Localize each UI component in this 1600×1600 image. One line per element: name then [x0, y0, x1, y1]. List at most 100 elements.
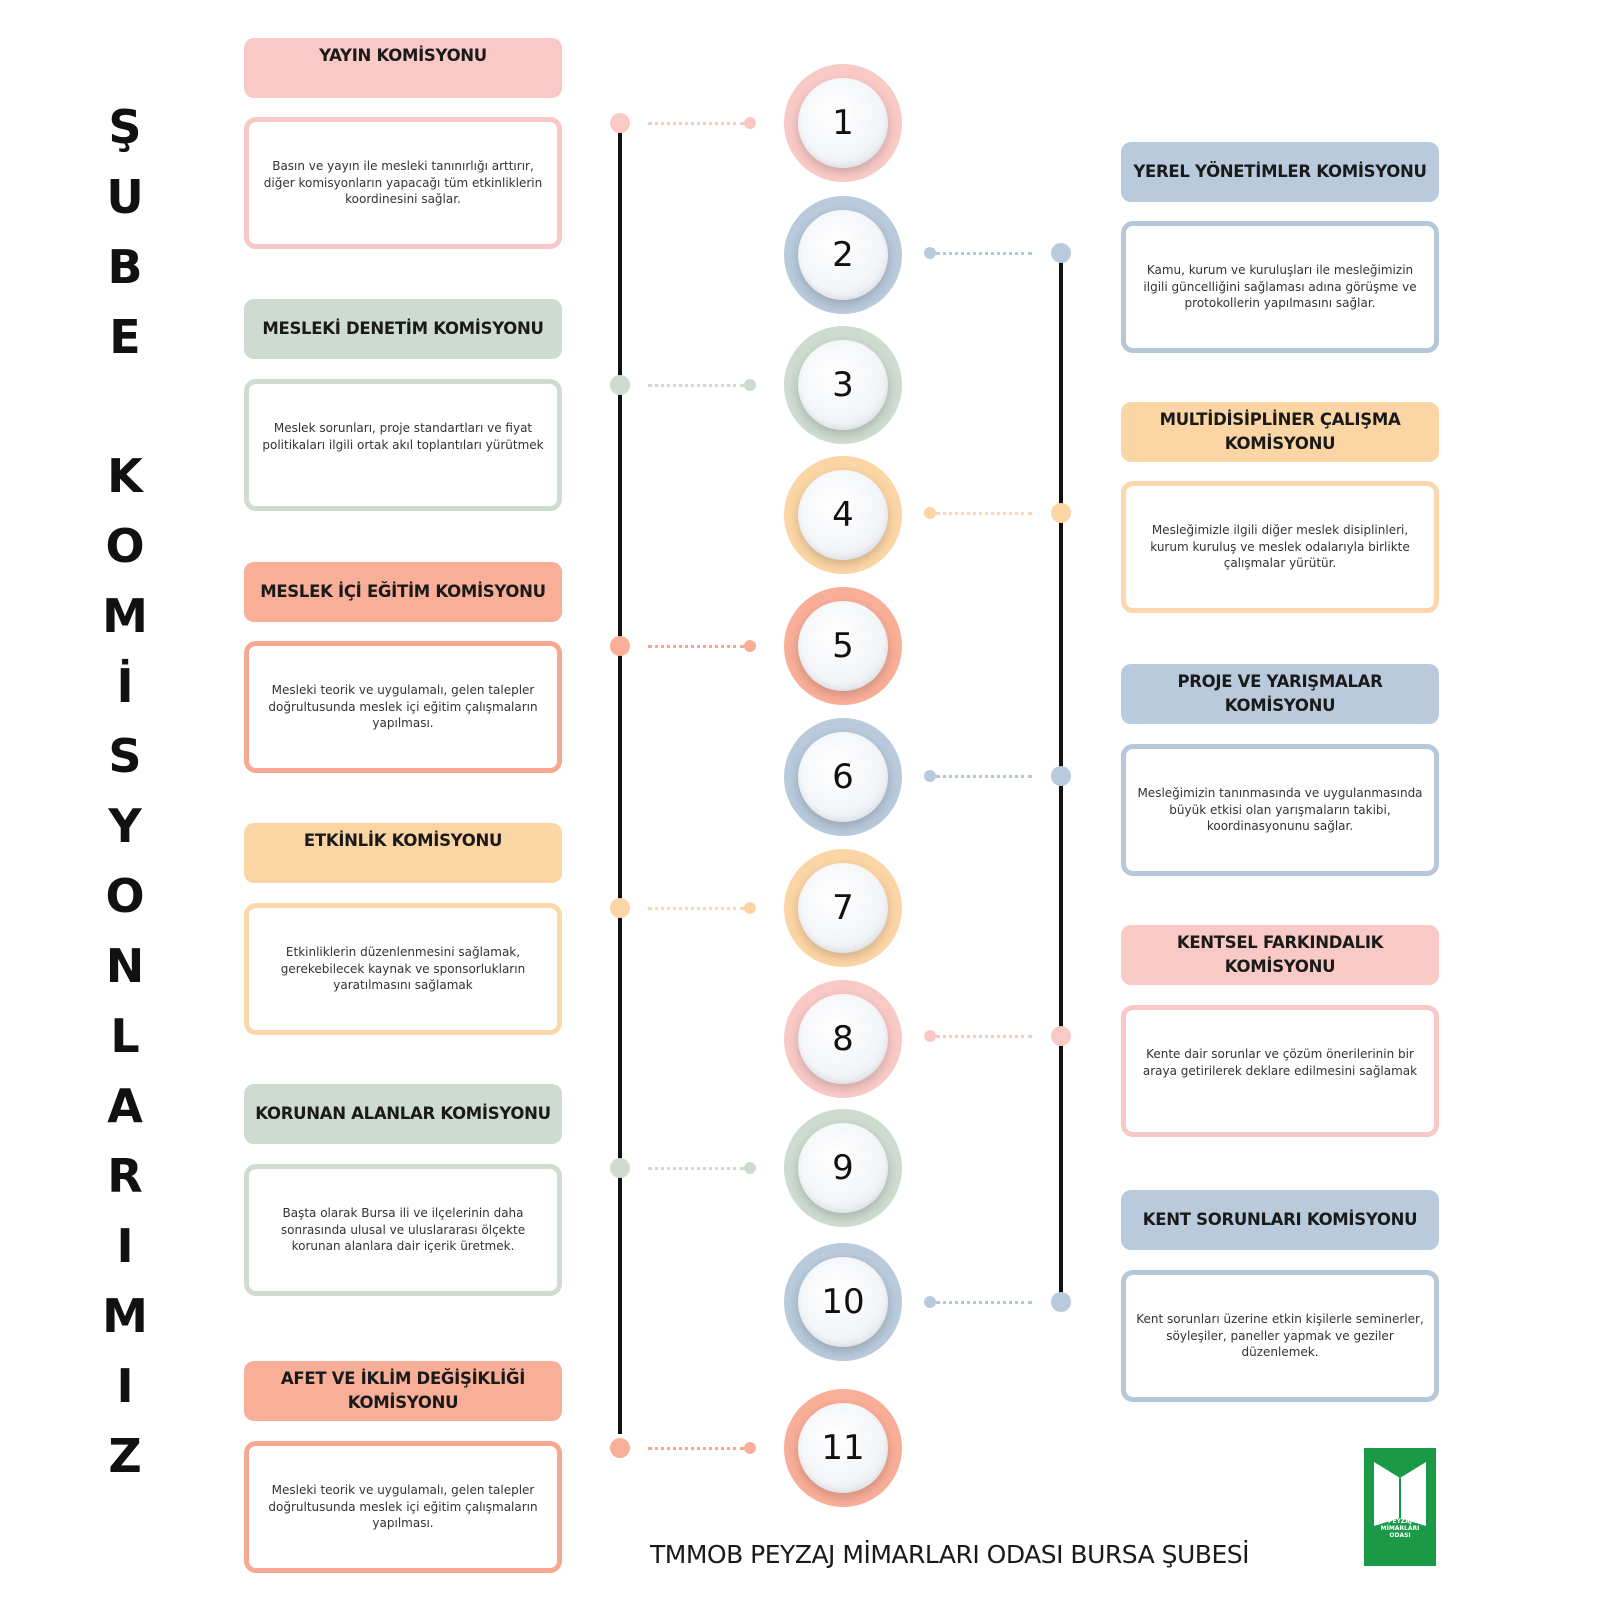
- logo-line-2: MİMARLARI: [1380, 1525, 1420, 1532]
- title-letter: Y: [108, 799, 142, 853]
- commission-header: AFET VE İKLİM DEĞİŞİKLİĞİ KOMİSYONU: [244, 1361, 562, 1421]
- connector-end: [924, 1030, 936, 1042]
- title-letter: K: [107, 449, 143, 503]
- title-letter: İ: [116, 659, 134, 713]
- logo-text: PEYZAJ MİMARLARI ODASI: [1364, 1518, 1436, 1539]
- commission-description: Mesleki teorik ve uygulamalı, gelen tale…: [244, 641, 562, 773]
- number-circle: 1: [784, 64, 902, 182]
- commission-header: ETKİNLİK KOMİSYONU: [244, 823, 562, 883]
- commission-header: MESLEK İÇİ EĞİTİM KOMİSYONU: [244, 562, 562, 622]
- connector-line: [936, 1035, 1032, 1038]
- number-circle: 8: [784, 980, 902, 1098]
- commission-description: Meslek sorunları, proje standartları ve …: [244, 379, 562, 511]
- number-label: 1: [798, 78, 888, 168]
- commission-header: KORUNAN ALANLAR KOMİSYONU: [244, 1084, 562, 1144]
- connector-end: [924, 1296, 936, 1308]
- connector-line: [936, 775, 1032, 778]
- number-label: 8: [798, 994, 888, 1084]
- number-circle: 6: [784, 718, 902, 836]
- number-label: 11: [798, 1403, 888, 1493]
- title-letter: Z: [108, 1429, 142, 1483]
- title-letter: A: [107, 1079, 143, 1133]
- connector-line: [648, 645, 744, 648]
- title-letter: O: [105, 519, 145, 573]
- title-letter: O: [105, 869, 145, 923]
- connector-line: [936, 512, 1032, 515]
- number-label: 3: [798, 340, 888, 430]
- connector-end: [744, 1442, 756, 1454]
- number-label: 10: [798, 1257, 888, 1347]
- connector-end: [924, 247, 936, 259]
- title-letter: L: [110, 1009, 140, 1063]
- title-letter: U: [106, 170, 144, 224]
- number-circle: 3: [784, 326, 902, 444]
- timeline-node: [1051, 503, 1071, 523]
- connector-line: [648, 384, 744, 387]
- title-letter: M: [102, 1289, 148, 1343]
- number-label: 2: [798, 210, 888, 300]
- timeline-node: [1051, 1292, 1071, 1312]
- connector-end: [924, 770, 936, 782]
- connector-end: [744, 1162, 756, 1174]
- title-letter: Ş: [108, 100, 142, 154]
- timeline-node: [610, 375, 630, 395]
- number-circle: 10: [784, 1243, 902, 1361]
- timeline-node: [1051, 1026, 1071, 1046]
- title-letter: I: [116, 1359, 134, 1413]
- commission-description: Kent sorunları üzerine etkin kişilerle s…: [1121, 1270, 1439, 1402]
- number-label: 7: [798, 863, 888, 953]
- connector-end: [744, 117, 756, 129]
- logo-line-1: PEYZAJ: [1387, 1518, 1413, 1525]
- commission-header: YAYIN KOMİSYONU: [244, 38, 562, 98]
- timeline-node: [610, 1158, 630, 1178]
- connector-line: [936, 252, 1032, 255]
- connector-line: [648, 1447, 744, 1450]
- footer-text: TMMOB PEYZAJ MİMARLARI ODASI BURSA ŞUBES…: [650, 1540, 1250, 1569]
- commission-description: Mesleki teorik ve uygulamalı, gelen tale…: [244, 1441, 562, 1573]
- number-label: 4: [798, 470, 888, 560]
- left-timeline-line: [618, 122, 622, 1434]
- connector-line: [648, 122, 744, 125]
- commission-description: Başta olarak Bursa ili ve ilçelerinin da…: [244, 1164, 562, 1296]
- connector-end: [924, 507, 936, 519]
- connector-line: [648, 907, 744, 910]
- number-circle: 9: [784, 1109, 902, 1227]
- title-letter: M: [102, 589, 148, 643]
- connector-end: [744, 902, 756, 914]
- commission-header: YEREL YÖNETİMLER KOMİSYONU: [1121, 142, 1439, 202]
- commission-description: Mesleğimizin tanınmasında ve uygulanması…: [1121, 744, 1439, 876]
- timeline-node: [610, 113, 630, 133]
- logo-line-3: ODASI: [1389, 1532, 1411, 1539]
- timeline-node: [1051, 243, 1071, 263]
- commission-description: Etkinliklerin düzenlenmesini sağlamak, g…: [244, 903, 562, 1035]
- commission-description: Kente dair sorunlar ve çözüm önerilerini…: [1121, 1005, 1439, 1137]
- number-circle: 7: [784, 849, 902, 967]
- commission-description: Kamu, kurum ve kuruluşları ile mesleğimi…: [1121, 221, 1439, 353]
- title-letter: E: [109, 310, 141, 364]
- number-circle: 5: [784, 587, 902, 705]
- title-letter: B: [107, 240, 143, 294]
- number-circle: 4: [784, 456, 902, 574]
- title-letter: N: [105, 939, 145, 993]
- connector-end: [744, 640, 756, 652]
- commission-header: KENTSEL FARKINDALIK KOMİSYONU: [1121, 925, 1439, 985]
- number-circle: 11: [784, 1389, 902, 1507]
- timeline-node: [610, 898, 630, 918]
- tmmob-logo-icon: [1364, 1448, 1436, 1566]
- timeline-node: [1051, 766, 1071, 786]
- commission-header: KENT SORUNLARI KOMİSYONU: [1121, 1190, 1439, 1250]
- connector-end: [744, 379, 756, 391]
- number-label: 5: [798, 601, 888, 691]
- connector-line: [936, 1301, 1032, 1304]
- commission-header: PROJE VE YARIŞMALAR KOMİSYONU: [1121, 664, 1439, 724]
- timeline-node: [610, 1438, 630, 1458]
- commission-header: MULTİDİSİPLİNER ÇALIŞMA KOMİSYONU: [1121, 402, 1439, 462]
- timeline-node: [610, 636, 630, 656]
- title-letter: S: [108, 729, 142, 783]
- commission-description: Basın ve yayın ile mesleki tanınırlığı a…: [244, 117, 562, 249]
- commission-description: Mesleğimizle ilgili diğer meslek disipli…: [1121, 481, 1439, 613]
- title-letter: I: [116, 1219, 134, 1273]
- connector-line: [648, 1167, 744, 1170]
- number-circle: 2: [784, 196, 902, 314]
